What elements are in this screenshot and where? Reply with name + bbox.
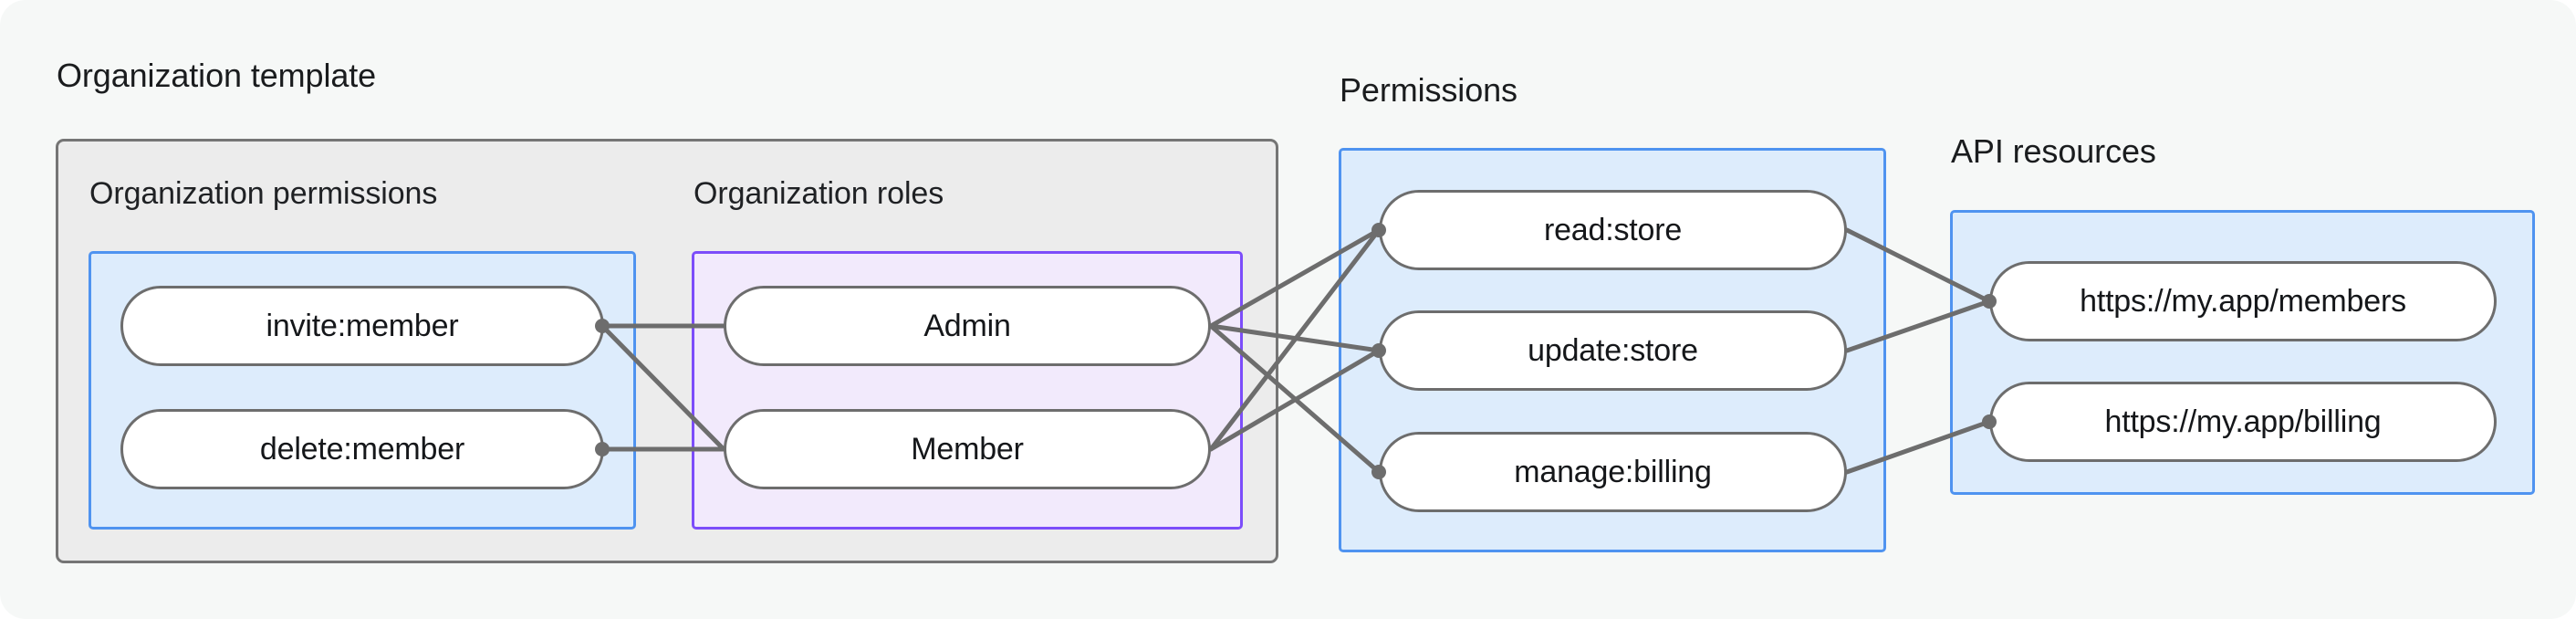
port-dot-read-store-in [1371,223,1386,237]
port-dot-update-store-in [1371,343,1386,358]
caption-organization-permissions: Organization permissions [89,176,438,211]
node-invite-member[interactable]: invite:member [120,286,604,366]
node-delete-member[interactable]: delete:member [120,409,604,489]
node-label: https://my.app/members [2080,284,2406,319]
node-label: read:store [1543,213,1683,247]
port-dot-members-url-in [1982,294,1997,309]
node-label: Member [911,432,1024,467]
node-members-url[interactable]: https://my.app/members [1989,261,2497,341]
node-read-store[interactable]: read:store [1379,190,1847,270]
caption-organization-roles: Organization roles [694,176,944,211]
port-dot-billing-url-in [1982,414,1997,429]
node-label: Admin [923,309,1011,343]
node-admin[interactable]: Admin [724,286,1211,366]
caption-organization-template: Organization template [57,57,377,94]
node-label: manage:billing [1514,455,1712,489]
port-dot-invite-member-out [595,319,610,333]
node-label: https://my.app/billing [2104,404,2382,439]
node-billing-url[interactable]: https://my.app/billing [1989,382,2497,462]
port-dot-manage-billing-in [1371,465,1386,479]
node-update-store[interactable]: update:store [1379,310,1847,391]
port-dot-delete-member-out [595,442,610,456]
node-label: update:store [1528,333,1698,368]
node-label: delete:member [259,432,465,467]
node-manage-billing[interactable]: manage:billing [1379,432,1847,512]
node-label: invite:member [266,309,459,343]
caption-api-resources: API resources [1951,132,2156,170]
caption-permissions: Permissions [1340,71,1517,109]
node-member[interactable]: Member [724,409,1211,489]
